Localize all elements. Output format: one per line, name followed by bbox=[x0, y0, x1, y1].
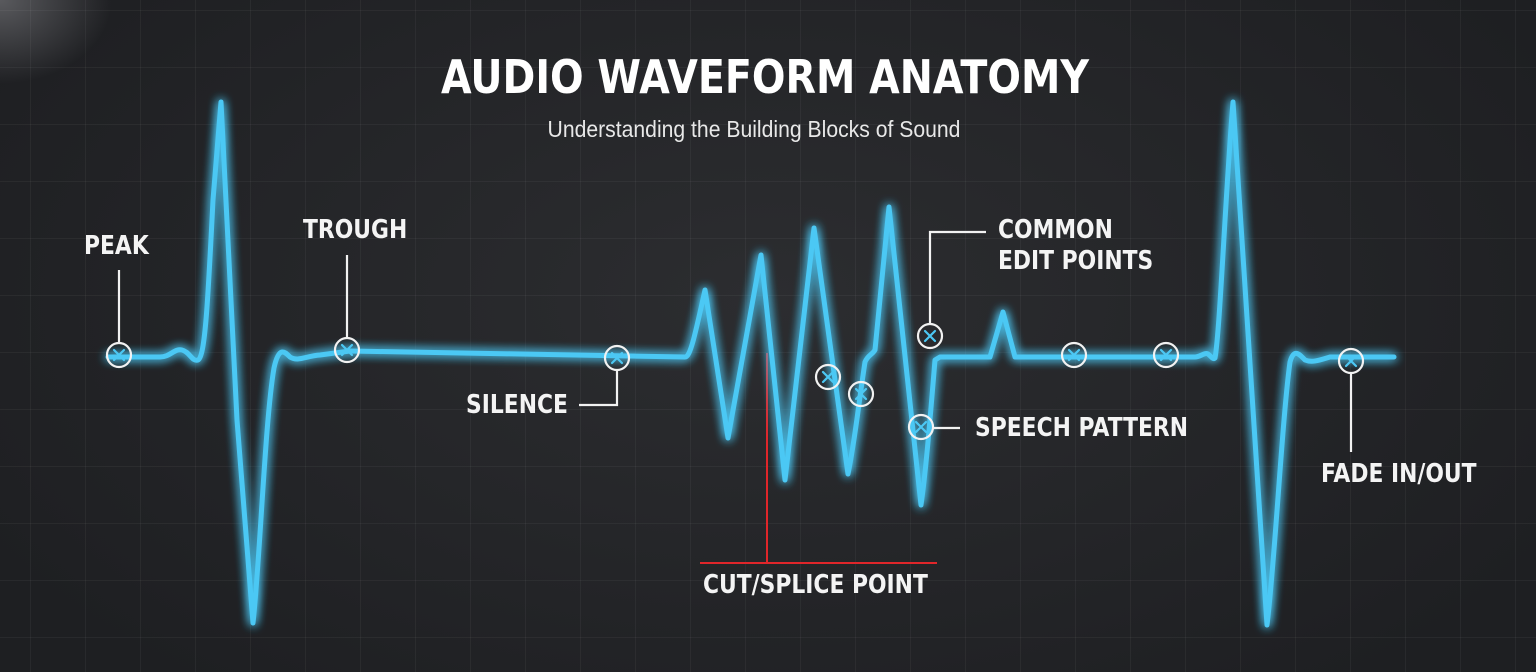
silence-marker-icon bbox=[603, 344, 631, 372]
waveform-line bbox=[105, 99, 1397, 628]
label-speech-pattern: SPEECH PATTERN bbox=[975, 413, 1189, 443]
label-common-edit-points-line2: EDIT POINTS bbox=[998, 246, 1154, 276]
speech-marker-icon bbox=[847, 380, 875, 408]
page-subtitle: Understanding the Building Blocks of Sou… bbox=[547, 116, 961, 142]
label-common-edit-points: COMMON EDIT POINTS bbox=[998, 215, 1153, 277]
common-edit-marker-icon bbox=[916, 322, 944, 350]
speech-pattern-marker-icon bbox=[907, 413, 935, 441]
label-cut-splice-point: CUT/SPLICE POINT bbox=[703, 570, 928, 600]
label-common-edit-points-line1: COMMON bbox=[998, 215, 1113, 245]
edit-point-marker-icon bbox=[1152, 341, 1180, 369]
peak-marker-icon bbox=[105, 341, 133, 369]
speech-marker-icon bbox=[814, 363, 842, 391]
page-title: AUDIO WAVEFORM ANATOMY bbox=[440, 50, 1090, 104]
edit-point-marker-icon bbox=[1060, 341, 1088, 369]
edit-point-markers bbox=[105, 322, 1365, 441]
cut-splice-lines bbox=[700, 353, 937, 564]
label-silence: SILENCE bbox=[466, 390, 568, 420]
trough-marker-icon bbox=[333, 336, 361, 364]
label-fade-in-out: FADE IN/OUT bbox=[1321, 459, 1477, 489]
callout-lines bbox=[117, 230, 1353, 452]
fade-marker-icon bbox=[1337, 347, 1365, 375]
label-trough: TROUGH bbox=[303, 215, 408, 245]
label-peak: PEAK bbox=[84, 231, 149, 261]
